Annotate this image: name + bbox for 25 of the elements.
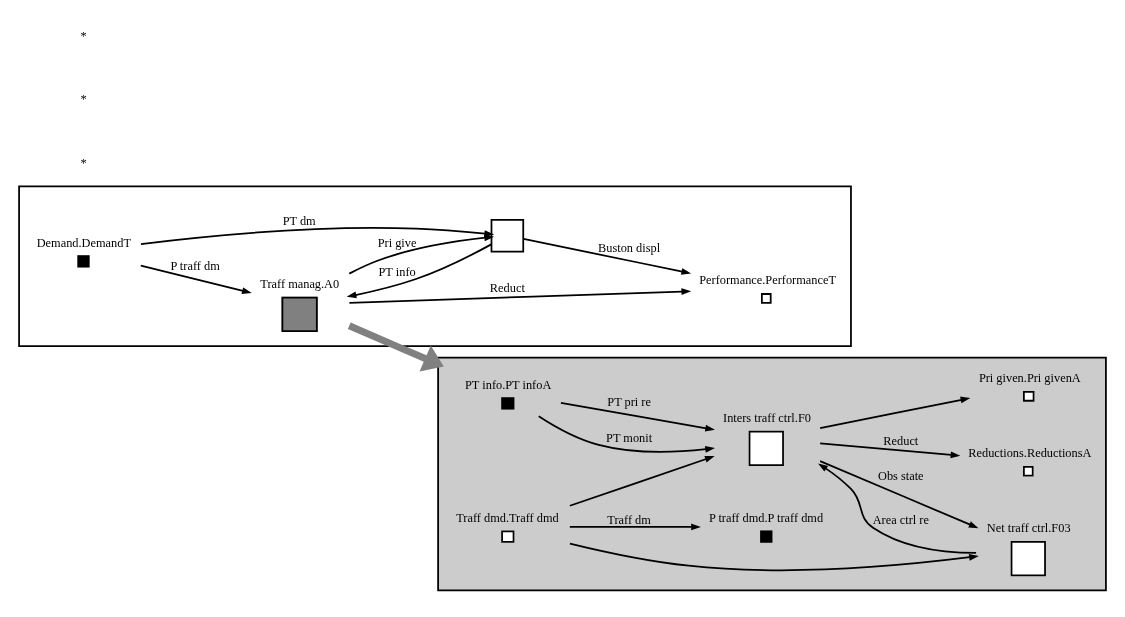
node-label: Performance.PerformanceT [699,272,836,287]
label: * [80,91,87,106]
edge-label: Buston displ [598,240,661,255]
edge-label: P traff dm [170,258,220,273]
node-label: Reductions.ReductionsA [968,445,1092,460]
edge-label: PT info [378,264,416,279]
node-label: Traff manag.A0 [260,276,340,291]
edge-label: PT dm [282,213,316,228]
edge-label: PT pri re [607,394,651,409]
node-label: P traff dmd.P traff dmd [708,510,824,525]
node-label: Net traff ctrl.F03 [986,520,1071,535]
edge-label: PT monit [606,430,653,444]
node-label: Traff dmd.Traff dmd [456,510,559,525]
label: * [80,28,87,43]
edge-label: Traff dm [607,512,651,527]
edge-label: Reduct [883,433,919,448]
node-label: PT info.PT infoA [465,377,552,392]
node-label: Inters traff ctrl.F0 [723,410,811,425]
node-label: Pri given.Pri givenA [978,370,1081,385]
edge-label: Pri give [377,235,417,250]
edge-label: Area ctrl re [872,512,929,527]
node-label: Demand.DemandT [36,235,131,250]
edge-label: Reduct [489,280,525,295]
label: * [80,155,87,170]
edge-label: Obs state [878,468,924,483]
